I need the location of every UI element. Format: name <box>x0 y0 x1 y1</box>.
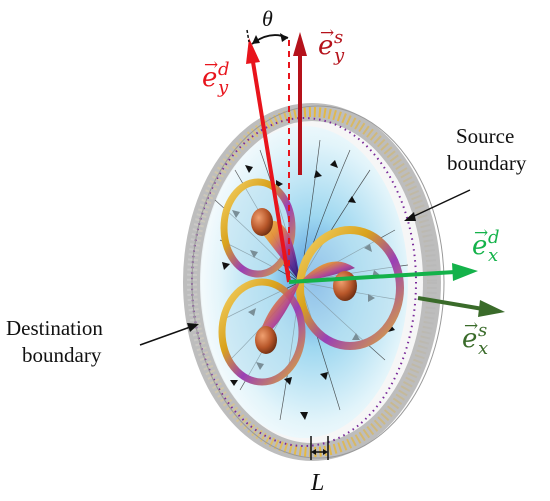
rod-top <box>251 208 273 236</box>
rod-right <box>333 271 357 301</box>
ey-dest-label: → e d y <box>202 55 230 98</box>
angle-theta-marker <box>246 29 289 45</box>
destination-boundary-label-line1: Destination <box>6 316 103 340</box>
ex-source-arrow <box>417 296 505 317</box>
ey-dest-arrow <box>246 38 291 283</box>
ey-source-arrow <box>293 32 307 175</box>
ex-dest-label: → e d x <box>472 223 500 266</box>
svg-text:x: x <box>478 338 488 359</box>
svg-text:→: → <box>320 23 334 43</box>
svg-text:y: y <box>217 77 229 98</box>
svg-text:→: → <box>464 316 478 336</box>
length-marker <box>310 436 329 460</box>
svg-text:y: y <box>333 45 345 66</box>
coil-right <box>296 226 404 350</box>
ex-source-label: → e s x <box>462 316 488 359</box>
svg-text:→: → <box>474 223 488 243</box>
source-boundary-pointer <box>404 189 471 221</box>
ey-source-label: → e s y <box>318 23 345 66</box>
destination-boundary-label-line2: boundary <box>22 343 102 367</box>
ex-dest-arrow <box>288 263 478 284</box>
rod-bottom <box>255 326 277 354</box>
coil-bottom <box>218 278 306 386</box>
length-label: L <box>310 470 324 496</box>
svg-text:s: s <box>478 320 487 341</box>
svg-text:x: x <box>488 245 498 266</box>
source-boundary-label-line1: Source <box>456 124 514 148</box>
svg-text:d: d <box>218 59 230 80</box>
destination-boundary-pointer <box>139 323 199 346</box>
source-boundary-label-line2: boundary <box>447 151 527 175</box>
svg-text:e: e <box>462 324 477 354</box>
angle-label: θ <box>262 6 273 31</box>
svg-text:e: e <box>318 31 333 61</box>
svg-text:e: e <box>202 63 217 93</box>
svg-text:→: → <box>204 55 218 75</box>
svg-text:s: s <box>334 27 343 48</box>
svg-text:e: e <box>472 231 487 261</box>
svg-text:d: d <box>488 227 500 248</box>
